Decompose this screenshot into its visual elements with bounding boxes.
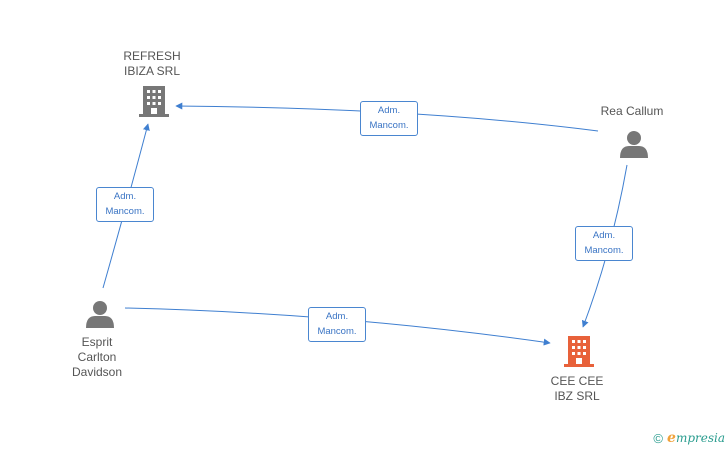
edge-label-line: Adm. [113,191,137,202]
person-icon [86,301,114,328]
building-icon [139,86,169,117]
edge-label-rea-refresh[interactable]: Adm. Mancom. [360,101,418,136]
edge-label-line: Adm. [377,105,401,116]
node-label-line: CEE CEE [550,374,604,388]
node-label-esprit-carlton-davidson[interactable]: Esprit Carlton Davidson [57,335,137,380]
node-label-line: Davidson [71,365,123,379]
edge-label-esprit-cee[interactable]: Adm. Mancom. [308,307,366,342]
edge-label-rea-cee[interactable]: Adm. Mancom. [575,226,633,261]
node-label-line: Esprit [81,335,113,349]
copyright-icon: © [653,430,664,446]
node-label-rea-callum[interactable]: Rea Callum [582,104,682,119]
building-icon [564,336,594,367]
node-label-line: Carlton [77,350,117,364]
node-label-line: IBIZA SRL [123,64,181,78]
node-label-line: Rea Callum [600,104,664,118]
edge-label-line: Mancom. [584,245,624,256]
node-label-line: IBZ SRL [554,389,600,403]
node-label-cee-cee-ibz[interactable]: CEE CEE IBZ SRL [527,374,627,404]
edge-label-line: Mancom. [369,120,409,131]
edge-label-esprit-refresh[interactable]: Adm. Mancom. [96,187,154,222]
brand-name: mpresia [675,431,725,445]
node-label-refresh-ibiza[interactable]: REFRESH IBIZA SRL [102,49,202,79]
brand-initial: e [667,430,676,446]
person-icon [620,131,648,158]
node-label-line: REFRESH [123,49,181,63]
edge-label-line: Mancom. [317,326,357,337]
empresia-logo: © empresia [653,430,725,446]
edge-label-line: Adm. [325,311,349,322]
edge-label-line: Adm. [592,230,616,241]
edge-label-line: Mancom. [105,206,145,217]
